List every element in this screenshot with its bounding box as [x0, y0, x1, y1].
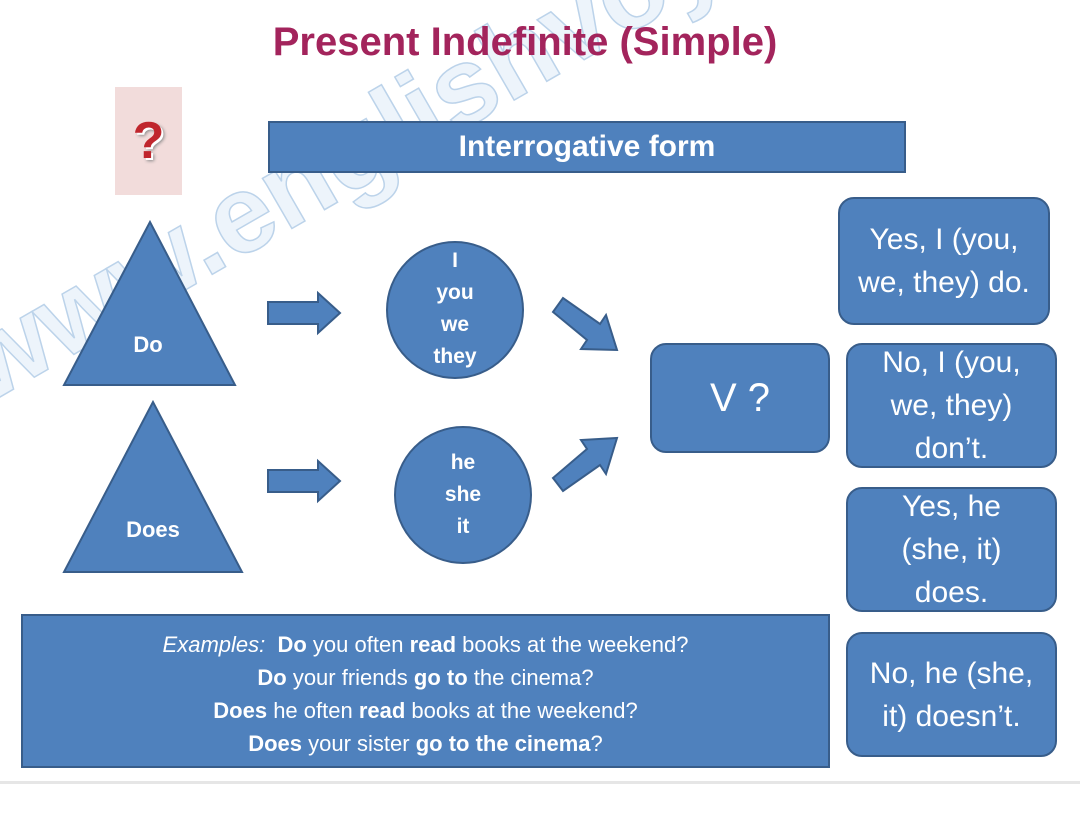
pronoun: we [440, 313, 469, 336]
does-triangle [62, 399, 244, 573]
divider [0, 781, 1080, 784]
bold-keyword: read [409, 632, 457, 657]
page-title: Present Indefinite (Simple) [272, 20, 778, 64]
answer-box: Yes, he (she, it) does. [846, 487, 1057, 612]
example-sentence: Does your sister go to the cinema? [23, 727, 828, 760]
pronoun: you [436, 281, 474, 304]
singular-pronouns: he she it [413, 447, 513, 543]
question-box: ? [115, 87, 182, 195]
answer-box: No, I (you, we, they) don’t. [846, 343, 1057, 468]
sentence-text: your friends [286, 665, 414, 690]
pronoun: they [433, 345, 477, 368]
bold-keyword: go to the cinema [415, 731, 591, 756]
sentence-text: ? [590, 731, 603, 756]
sentence-text: your sister [302, 731, 416, 756]
does-label: Does [126, 517, 180, 542]
bold-keyword: read [358, 698, 406, 723]
pronoun: it [456, 515, 470, 538]
answer-box: No, he (she, it) doesn’t. [846, 632, 1057, 757]
pronoun: I [452, 249, 458, 272]
arrow-right-icon [267, 290, 342, 336]
do-label: Do [133, 332, 163, 357]
pronoun: he [450, 451, 476, 474]
question-mark-icon: ? [132, 112, 165, 170]
bold-keyword: Do [257, 665, 287, 690]
singular-pronouns-circle [394, 426, 532, 564]
interrogative-form-header: Interrogative form [268, 121, 906, 173]
sentence-text: books at the weekend? [456, 632, 689, 657]
do-triangle [62, 219, 237, 386]
arrow-up-right-icon [551, 436, 619, 493]
arrow-down-right-icon [551, 296, 619, 352]
verb-box: V ? [650, 343, 830, 453]
example-sentence: Do your friends go to the cinema? [23, 661, 828, 694]
examples-box: Examples: Do you often read books at the… [21, 614, 830, 768]
answer-box: Yes, I (you, we, they) do. [838, 197, 1050, 325]
arrow-right-icon [267, 458, 342, 504]
bold-keyword: Does [213, 698, 268, 723]
bold-keyword: Do [277, 632, 307, 657]
bold-keyword: go to [413, 665, 468, 690]
bold-keyword: Does [248, 731, 303, 756]
sentence-text: you often [306, 632, 410, 657]
sentence-text: he often [267, 698, 359, 723]
example-sentence: Does he often read books at the weekend? [23, 694, 828, 727]
example-sentence: Examples: Do you often read books at the… [23, 628, 828, 661]
sentence-text: books at the weekend? [405, 698, 638, 723]
plural-pronouns: I you we they [405, 245, 505, 373]
examples-label: Examples: [162, 632, 278, 657]
pronoun: she [444, 483, 482, 506]
sentence-text: the cinema? [467, 665, 594, 690]
plural-pronouns-circle [386, 241, 524, 379]
